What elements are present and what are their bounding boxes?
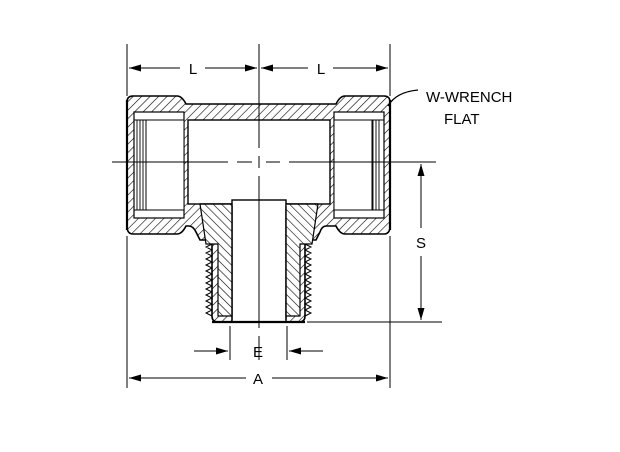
label-l-right: L: [317, 61, 325, 78]
label-a: A: [253, 371, 263, 388]
wrench-flat-callout: W-WRENCH FLAT: [387, 89, 512, 128]
label-e: E: [253, 344, 263, 361]
label-s: S: [416, 235, 426, 252]
extension-lines: [126, 44, 442, 388]
label-wrench-flat-line2: FLAT: [444, 111, 480, 128]
dimension-l-left: L: [129, 61, 257, 78]
right-female-thread: [333, 111, 385, 219]
left-female-thread: [133, 111, 185, 219]
dimension-s: S: [416, 164, 426, 320]
dimension-a: A: [129, 371, 388, 388]
label-l-left: L: [189, 61, 197, 78]
male-thread: [204, 243, 313, 317]
center-lines: [112, 44, 410, 360]
label-wrench-flat-line1: W-WRENCH: [426, 89, 512, 106]
dimension-e: E: [194, 344, 323, 361]
dimension-l-right: L: [261, 61, 388, 78]
